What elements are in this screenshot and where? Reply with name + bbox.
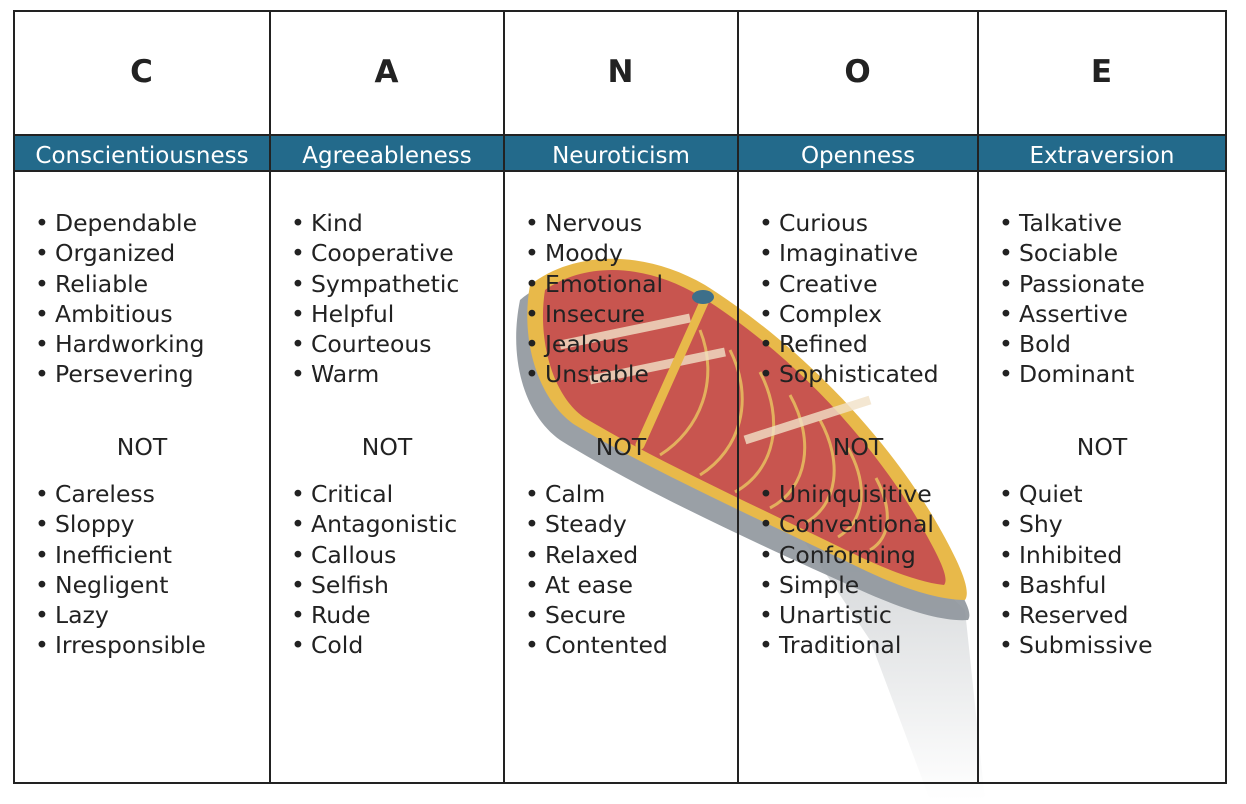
list-item: Rude	[291, 600, 457, 630]
not-label: NOT	[1076, 433, 1128, 461]
column-extraversion: E Extraversion Talkative Sociable Passio…	[979, 12, 1225, 782]
list-item: Inefficient	[35, 540, 206, 570]
list-item: Cooperative	[291, 238, 459, 268]
not-label: NOT	[595, 433, 647, 461]
list-item: Calm	[525, 479, 668, 509]
column-letter: N	[607, 54, 635, 90]
column-agreeableness: A Agreeableness Kind Cooperative Sympath…	[271, 12, 503, 782]
list-item: Unstable	[525, 359, 663, 389]
list-item: Critical	[291, 479, 457, 509]
list-item: Callous	[291, 540, 457, 570]
list-item: Submissive	[999, 630, 1153, 660]
list-item: Persevering	[35, 359, 204, 389]
column-neuroticism: N Neuroticism Nervous Moody Emotional In…	[505, 12, 737, 782]
column-conscientiousness: C Conscientiousness Dependable Organized…	[15, 12, 269, 782]
list-item: Unartistic	[759, 600, 934, 630]
not-label: NOT	[832, 433, 884, 461]
trait-name: Openness	[800, 143, 916, 169]
list-item: Nervous	[525, 208, 663, 238]
letter-header-row	[15, 12, 1225, 136]
list-item: Uninquisitive	[759, 479, 934, 509]
list-item: Warm	[291, 359, 459, 389]
list-item: Bashful	[999, 570, 1153, 600]
list-item: Antagonistic	[291, 509, 457, 539]
not-label: NOT	[116, 433, 168, 461]
low-traits-list: Uninquisitive Conventional Conforming Si…	[759, 479, 934, 661]
list-item: Jealous	[525, 329, 663, 359]
list-item: Bold	[999, 329, 1145, 359]
list-item: Passionate	[999, 269, 1145, 299]
list-item: Negligent	[35, 570, 206, 600]
list-item: Quiet	[999, 479, 1153, 509]
list-item: Traditional	[759, 630, 934, 660]
list-item: Helpful	[291, 299, 459, 329]
list-item: Insecure	[525, 299, 663, 329]
list-item: Reliable	[35, 269, 204, 299]
column-divider	[977, 12, 979, 782]
list-item: Steady	[525, 509, 668, 539]
high-traits-list: Dependable Organized Reliable Ambitious …	[35, 208, 204, 390]
column-letter: E	[1090, 54, 1114, 90]
low-traits-list: Quiet Shy Inhibited Bashful Reserved Sub…	[999, 479, 1153, 661]
trait-name: Conscientiousness	[35, 143, 249, 169]
list-item: Sophisticated	[759, 359, 939, 389]
column-divider	[269, 12, 271, 782]
list-item: Talkative	[999, 208, 1145, 238]
big-five-table: C Conscientiousness Dependable Organized…	[13, 10, 1227, 784]
low-traits-list: Critical Antagonistic Callous Selfish Ru…	[291, 479, 457, 661]
list-item: Simple	[759, 570, 934, 600]
list-item: Imaginative	[759, 238, 939, 268]
list-item: Emotional	[525, 269, 663, 299]
list-item: Secure	[525, 600, 668, 630]
list-item: Organized	[35, 238, 204, 268]
list-item: Sympathetic	[291, 269, 459, 299]
trait-band	[15, 136, 1225, 172]
trait-name: Agreeableness	[302, 143, 472, 169]
high-traits-list: Kind Cooperative Sympathetic Helpful Cou…	[291, 208, 459, 390]
high-traits-list: Talkative Sociable Passionate Assertive …	[999, 208, 1145, 390]
column-openness: O Openness Curious Imaginative Creative …	[739, 12, 977, 782]
trait-name: Extraversion	[1029, 143, 1175, 169]
list-item: Courteous	[291, 329, 459, 359]
list-item: Relaxed	[525, 540, 668, 570]
not-label: NOT	[361, 433, 413, 461]
list-item: Irresponsible	[35, 630, 206, 660]
list-item: Refined	[759, 329, 939, 359]
list-item: Assertive	[999, 299, 1145, 329]
list-item: Careless	[35, 479, 206, 509]
list-item: Sloppy	[35, 509, 206, 539]
list-item: Contented	[525, 630, 668, 660]
list-item: Selfish	[291, 570, 457, 600]
high-traits-list: Nervous Moody Emotional Insecure Jealous…	[525, 208, 663, 390]
low-traits-list: Careless Sloppy Inefficient Negligent La…	[35, 479, 206, 661]
list-item: Dependable	[35, 208, 204, 238]
trait-name: Neuroticism	[552, 143, 690, 169]
list-item: Conventional	[759, 509, 934, 539]
list-item: Reserved	[999, 600, 1153, 630]
list-item: Ambitious	[35, 299, 204, 329]
column-letter: O	[844, 54, 872, 90]
high-traits-list: Curious Imaginative Creative Complex Ref…	[759, 208, 939, 390]
column-letter: A	[374, 54, 400, 90]
column-divider	[503, 12, 505, 782]
list-item: Moody	[525, 238, 663, 268]
list-item: Lazy	[35, 600, 206, 630]
list-item: Dominant	[999, 359, 1145, 389]
list-item: Complex	[759, 299, 939, 329]
list-item: Inhibited	[999, 540, 1153, 570]
list-item: At ease	[525, 570, 668, 600]
list-item: Creative	[759, 269, 939, 299]
list-item: Curious	[759, 208, 939, 238]
list-item: Shy	[999, 509, 1153, 539]
list-item: Conforming	[759, 540, 934, 570]
list-item: Cold	[291, 630, 457, 660]
list-item: Kind	[291, 208, 459, 238]
column-letter: C	[130, 54, 154, 90]
low-traits-list: Calm Steady Relaxed At ease Secure Conte…	[525, 479, 668, 661]
list-item: Sociable	[999, 238, 1145, 268]
list-item: Hardworking	[35, 329, 204, 359]
